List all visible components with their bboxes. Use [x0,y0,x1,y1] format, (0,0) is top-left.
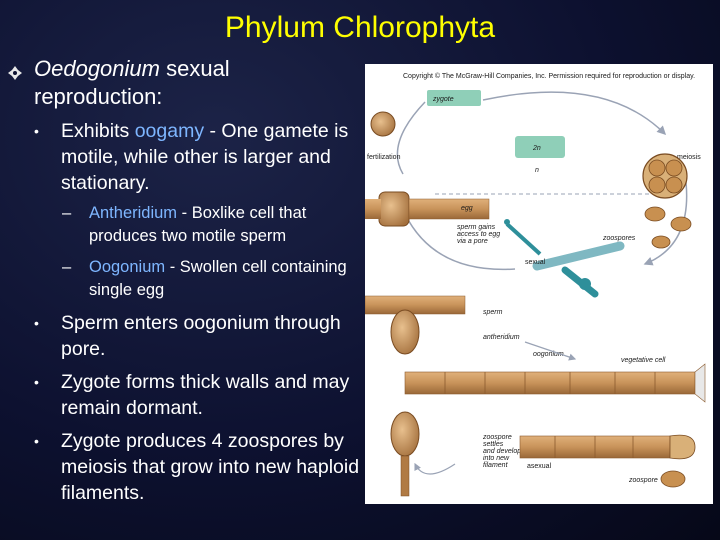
label-oogonium: oogonium [533,351,564,358]
bullet-text: Zygote forms thick walls and may remain … [61,371,350,419]
term-oogonium: Oogonium [89,258,166,276]
antheridium-cell [390,309,420,355]
label-sexual: sexual [525,259,546,266]
label-egg: egg [461,205,473,212]
zoospore-settled-cell [390,411,420,457]
label-fertilization: fertilization [367,154,401,161]
label-antheridium: antheridium [483,334,520,341]
main-heading: Oedogonium sexual reproduction: [34,55,354,111]
bullet-dot: • [34,433,39,449]
oogonium-egg-cell [378,191,410,227]
term-oogamy: oogamy [134,120,205,142]
term-antheridium: Antheridium [89,204,178,222]
dash-bullet: – [62,204,72,222]
cycle-arrow-right [643,173,688,266]
bullet-text: Sperm enters oogonium through pore. [61,312,341,360]
zygote-cell [370,111,396,137]
label-sperm: sperm [483,309,503,316]
label-sperm-gains: sperm gains access to egg via a pore [457,224,502,245]
cycle-arrow-bottom-left [404,213,516,271]
zoospore-bottom-cell [660,470,686,488]
label-n: n [535,167,539,174]
label-vegetative-cell: vegetative cell [621,357,666,364]
bullet-dot: • [34,315,39,331]
zoospore-cell [644,206,666,222]
oedogonium-life-cycle-figure: Copyright © The McGraw-Hill Companies, I… [365,64,713,504]
bullet-text: Exhibits oogamy - One gamete is motile, … [61,120,349,194]
figure-copyright: Copyright © The McGraw-Hill Companies, I… [403,72,695,80]
heading-rest: sexual reproduction: [34,56,230,109]
cycle-arrow-left [396,101,426,175]
meiosis-cell [642,153,688,199]
bullet-text: Zygote produces 4 zoospores by meiosis t… [61,430,360,504]
diploid-box [515,136,565,158]
cycle-arrow-top [482,91,667,136]
zygote-box [427,90,481,106]
slide-title: Phylum Chlorophyta [224,11,496,44]
main-filament [404,363,706,403]
dash-bullet: – [62,258,72,276]
diamond-bullet-icon [8,66,22,80]
bullet-dot: • [34,374,39,390]
label-2n: 2n [532,145,541,152]
label-asexual: asexual [527,463,552,470]
upper-filament [365,295,466,315]
label-zoospores: zoospores [602,235,636,242]
bullet-dot: • [34,123,39,139]
sperm-filament [504,219,625,298]
subbullet-text: Oogonium - Swollen cell containing singl… [89,258,347,299]
label-zoospore: zoospore [628,477,658,484]
label-zoospore-settles: zoospore settles and develops into new f… [482,434,527,469]
label-zygote: zygote [432,96,454,103]
subbullet-text: Antheridium - Boxlike cell that produces… [89,204,307,245]
label-meiosis: meiosis [677,154,701,161]
heading-italic: Oedogonium [34,56,160,81]
